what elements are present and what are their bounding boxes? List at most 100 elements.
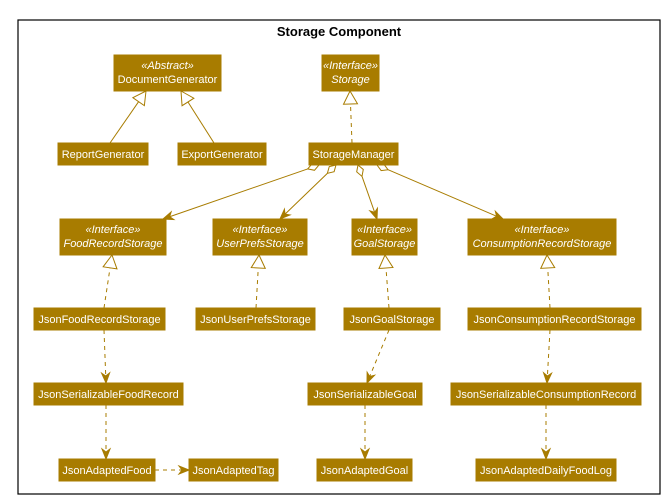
class-name: JsonAdaptedFood <box>62 465 151 477</box>
class-box <box>33 382 184 406</box>
class-node-json-consumption-record-storage: JsonConsumptionRecordStorage <box>467 307 642 331</box>
class-box <box>59 218 167 256</box>
class-node-json-serializable-consumption-record: JsonSerializableConsumptionRecord <box>450 382 642 406</box>
class-box <box>308 142 399 166</box>
class-name: JsonFoodRecordStorage <box>38 314 160 326</box>
class-node-json-food-record-storage: JsonFoodRecordStorage <box>33 307 166 331</box>
class-box <box>467 307 642 331</box>
class-name: Storage <box>331 74 370 86</box>
edge-line <box>547 267 551 309</box>
class-name: StorageManager <box>313 149 395 161</box>
class-box <box>33 307 166 331</box>
class-node-json-serializable-food-record: JsonSerializableFoodRecord <box>33 382 184 406</box>
inheritance-arrowhead <box>102 253 118 270</box>
arrowhead <box>359 447 371 461</box>
class-node-json-adapted-food: JsonAdaptedFood <box>58 458 156 482</box>
class-box <box>188 458 279 482</box>
edge-realization-json-goal-storage-to-goal-storage <box>378 253 394 309</box>
edge-inheritance-report-generator-to-document-generator <box>109 90 147 144</box>
class-node-json-adapted-tag: JsonAdaptedTag <box>188 458 279 482</box>
inheritance-arrowhead <box>131 90 147 107</box>
class-stereotype: «Interface» <box>514 224 569 236</box>
edge-realization-json-consumption-record-storage-to-consumption-record-storage <box>539 253 556 309</box>
class-name: ReportGenerator <box>62 149 145 161</box>
class-name: ConsumptionRecordStorage <box>473 238 612 250</box>
package-frame <box>17 19 661 495</box>
class-name: GoalStorage <box>354 238 416 250</box>
edge-dependency-json-serializable-food-record-to-json-adapted-food <box>100 405 112 461</box>
class-box <box>343 307 441 331</box>
edge-line <box>187 101 215 144</box>
aggregation-diamond <box>356 164 364 178</box>
edge-dependency-json-serializable-goal-to-json-adapted-goal <box>359 405 371 461</box>
class-name: FoodRecordStorage <box>63 238 162 250</box>
edge-line <box>385 267 390 309</box>
class-stereotype: «Interface» <box>232 224 287 236</box>
inheritance-arrowhead <box>378 253 394 270</box>
edge-dependency-json-food-record-storage-to-json-serializable-food-record <box>100 329 111 385</box>
class-stereotype: «Abstract» <box>141 60 194 72</box>
edge-dependency-json-goal-storage-to-json-serializable-goal <box>366 329 390 385</box>
inheritance-arrowhead <box>250 253 267 269</box>
class-box <box>195 307 316 331</box>
class-box <box>177 142 267 166</box>
aggregation-diamond <box>326 164 337 175</box>
class-box <box>321 54 380 92</box>
edge-dependency-json-consumption-record-storage-to-json-serializable-consumption-record <box>542 329 553 385</box>
class-name: JsonConsumptionRecordStorage <box>473 314 635 326</box>
edge-aggregation-storage-manager-to-goal-storage <box>356 164 379 221</box>
arrowhead <box>100 447 112 461</box>
class-name: JsonAdaptedDailyFoodLog <box>480 465 612 477</box>
class-name: JsonAdaptedTag <box>193 465 275 477</box>
class-box <box>475 458 617 482</box>
class-node-user-prefs-storage: «Interface» UserPrefsStorage <box>212 218 308 256</box>
edge-line <box>103 329 107 381</box>
inheritance-arrowhead <box>539 253 556 269</box>
edge-line <box>350 103 353 144</box>
class-node-json-serializable-goal: JsonSerializableGoal <box>307 382 423 406</box>
arrowhead <box>279 207 292 220</box>
diagram-title: Storage Component <box>277 24 402 39</box>
class-stereotype: «Interface» <box>357 224 412 236</box>
edge-line <box>109 101 140 144</box>
class-stereotype: «Interface» <box>323 60 378 72</box>
arrowhead <box>161 210 176 221</box>
edge-line <box>281 172 328 218</box>
class-box <box>307 382 423 406</box>
class-box <box>351 218 418 256</box>
class-stereotype: «Interface» <box>85 224 140 236</box>
class-node-food-record-storage: «Interface» FoodRecordStorage <box>59 218 167 256</box>
edge-dependency-json-serializable-consumption-record-to-json-adapted-daily-food-log <box>540 405 552 461</box>
class-node-consumption-record-storage: «Interface» ConsumptionRecordStorage <box>467 218 617 256</box>
class-box <box>58 458 156 482</box>
arrowhead <box>177 464 191 476</box>
class-node-json-adapted-daily-food-log: JsonAdaptedDailyFoodLog <box>475 458 617 482</box>
class-box <box>316 458 413 482</box>
edge-line <box>546 329 551 381</box>
edge-line <box>387 169 502 219</box>
class-box <box>113 54 222 92</box>
class-name: JsonSerializableConsumptionRecord <box>456 389 636 401</box>
class-box <box>57 142 149 166</box>
class-name: JsonSerializableGoal <box>313 389 416 401</box>
class-name: UserPrefsStorage <box>216 238 303 250</box>
edge-line <box>361 176 377 218</box>
class-box <box>467 218 617 256</box>
inheritance-arrowhead <box>342 89 359 105</box>
edge-aggregation-storage-manager-to-user-prefs-storage <box>279 164 337 220</box>
class-node-storage-manager: StorageManager <box>308 142 399 166</box>
class-name: JsonGoalStorage <box>350 314 435 326</box>
edge-inheritance-export-generator-to-document-generator <box>180 90 215 144</box>
class-node-report-generator: ReportGenerator <box>57 142 149 166</box>
class-node-storage: «Interface» Storage <box>321 54 380 92</box>
edge-line <box>103 267 111 309</box>
class-node-json-goal-storage: JsonGoalStorage <box>343 307 441 331</box>
nodes-layer: «Abstract»DocumentGenerator«Interface»St… <box>33 54 642 482</box>
edge-line <box>367 329 390 381</box>
class-name: ExportGenerator <box>181 149 263 161</box>
edges-layer <box>100 89 556 476</box>
edge-realization-storage-manager-to-storage <box>342 89 359 144</box>
inheritance-arrowhead <box>180 90 195 107</box>
